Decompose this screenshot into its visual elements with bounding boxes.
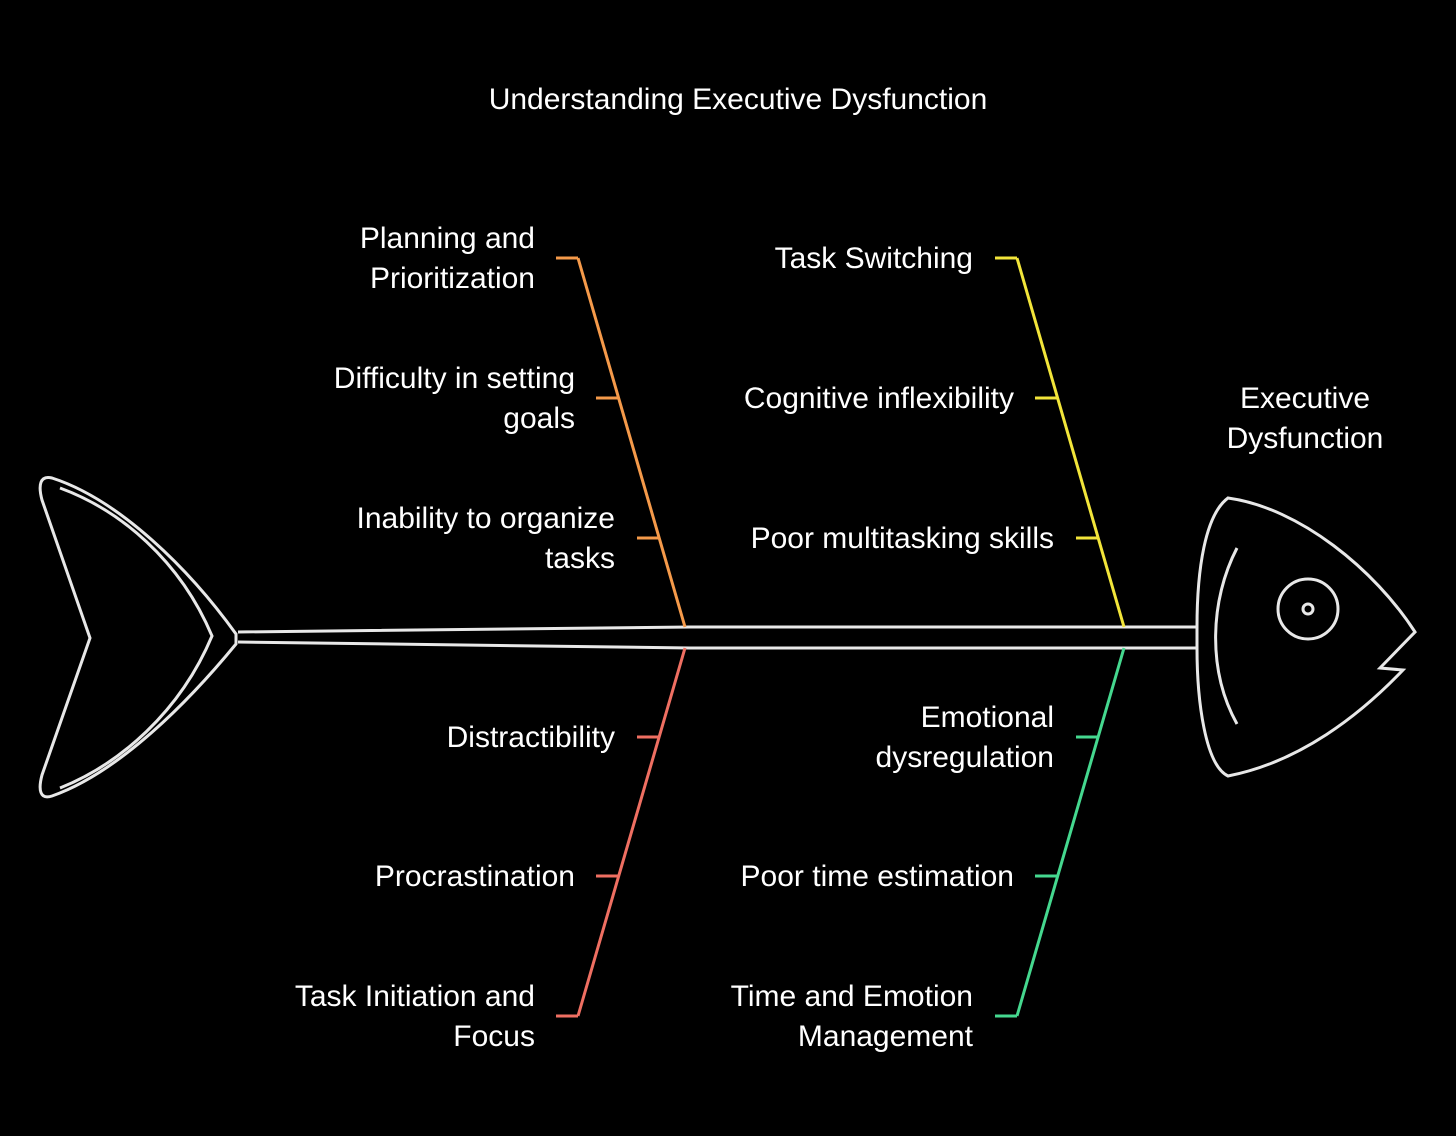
- category-label-line-2: Management: [797, 1020, 973, 1053]
- cause-label-procrastination: Procrastination: [375, 857, 575, 897]
- category-label-line-1: Planning and: [359, 222, 535, 255]
- bone-task-switching: [995, 256, 1126, 628]
- fish-head: [1195, 496, 1417, 778]
- bone-line: [1015, 257, 1126, 628]
- cause-label-line-1: Inability to organize: [356, 502, 616, 535]
- diagram-title: Understanding Executive Dysfunction: [488, 83, 988, 116]
- category-label-line-2: Focus: [453, 1020, 535, 1053]
- cause-label-inability-organize: Inability to organize tasks: [357, 499, 616, 579]
- category-label-task-switching: Task Switching: [775, 239, 973, 279]
- fish-eye-outer: [1276, 577, 1340, 641]
- category-label-line-1: Task Initiation and: [294, 980, 535, 1013]
- cause-label-line-1: Difficulty in setting: [333, 362, 575, 395]
- bone-task-initiation-and-focus: [556, 647, 687, 1018]
- category-label-time-emotion: Time and Emotion Management: [731, 977, 973, 1057]
- cause-label-line-2: dysregulation: [875, 741, 1054, 774]
- cause-label-poor-multitasking: Poor multitasking skills: [751, 519, 1054, 559]
- effect-label: Executive Dysfunction: [1200, 379, 1410, 459]
- cause-label-line-1: Poor time estimation: [740, 860, 1014, 893]
- category-label-line-1: Task Switching: [774, 242, 973, 275]
- cause-label-poor-time-estimation: Poor time estimation: [741, 857, 1014, 897]
- cause-label-distractibility: Distractibility: [447, 718, 615, 758]
- fish-gill: [1214, 547, 1239, 725]
- category-label-task-initiation: Task Initiation and Focus: [295, 977, 535, 1057]
- category-label-planning: Planning and Prioritization: [360, 219, 535, 299]
- cause-label-emotional-dysregulation: Emotional dysregulation: [876, 698, 1054, 778]
- cause-label-line-1: Cognitive inflexibility: [743, 382, 1014, 415]
- fish-tail-outer: [38, 475, 238, 799]
- category-label-line-1: Time and Emotion: [730, 980, 973, 1013]
- cause-label-difficulty-setting-goals: Difficulty in setting goals: [334, 359, 575, 439]
- cause-label-line-1: Poor multitasking skills: [750, 522, 1054, 555]
- fish-spine: [237, 625, 1199, 650]
- bone-time-and-emotion-management: [995, 647, 1126, 1018]
- category-label-line-2: Prioritization: [369, 262, 535, 295]
- effect-label-line-2: Dysfunction: [1226, 422, 1384, 455]
- bone-planning-and-prioritization: [556, 256, 687, 628]
- cause-label-line-1: Distractibility: [446, 721, 615, 754]
- cause-label-cognitive-inflexibility: Cognitive inflexibility: [744, 379, 1014, 419]
- cause-label-line-1: Emotional: [920, 701, 1054, 734]
- bone-line: [576, 257, 687, 628]
- bone-line: [576, 647, 687, 1017]
- fish-eye-inner: [1301, 602, 1315, 616]
- cause-label-line-1: Procrastination: [374, 860, 575, 893]
- fish-tail-inner: [59, 486, 214, 790]
- bone-line: [1015, 647, 1126, 1017]
- effect-label-line-1: Executive: [1239, 382, 1371, 415]
- cause-label-line-2: goals: [503, 402, 575, 435]
- cause-label-line-2: tasks: [544, 542, 615, 575]
